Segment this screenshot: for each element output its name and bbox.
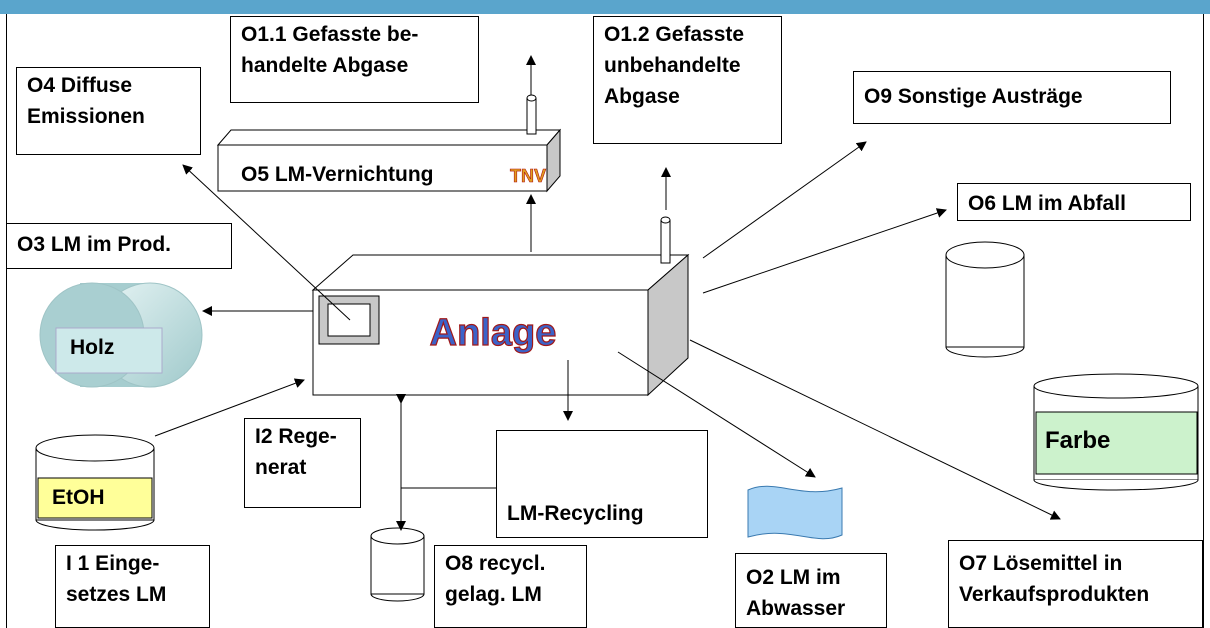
- left-frame-line: [6, 14, 7, 628]
- i2-label: I2 Rege- nerat: [244, 418, 361, 508]
- o1-1-label: O1.1 Gefasste be- handelte Abgase: [230, 16, 479, 103]
- arrow-to-o2: [617, 351, 816, 478]
- o7-label: O7 Lösemittel in Verkaufsprodukten: [948, 540, 1203, 628]
- farbe-barrel: [1033, 373, 1199, 491]
- o6-label: O6 LM im Abfall: [957, 183, 1191, 221]
- o5-label: O5 LM-Vernichtung: [241, 163, 434, 186]
- o9-label: O9 Sonstige Austräge: [853, 71, 1171, 124]
- holz-label-box: [55, 327, 163, 374]
- storage-cylinder: [370, 527, 425, 602]
- anlage-chimney: [660, 216, 671, 264]
- holz-label: Holz: [70, 336, 115, 359]
- tnv-chimney: [526, 94, 537, 135]
- tnv-box: [216, 128, 562, 193]
- top-bar: [0, 0, 1210, 14]
- anlage-window: [318, 295, 380, 345]
- o2-label: O2 LM im Abwasser: [735, 553, 887, 628]
- wastewater-wave: [747, 485, 843, 540]
- right-frame-line: [1203, 14, 1204, 628]
- waste-barrel: [945, 241, 1025, 358]
- recycling-box: LM-Recycling: [496, 430, 708, 538]
- farbe-label: Farbe: [1045, 427, 1111, 454]
- arrow-to-o7: [689, 339, 1061, 520]
- etoh-container: [35, 434, 155, 531]
- tnv-label: TNV: [510, 166, 546, 186]
- anlage-label: Anlage: [430, 312, 557, 354]
- o4-label: O4 Diffuse Emissionen: [16, 67, 201, 155]
- etoh-label: EtOH: [52, 486, 105, 509]
- o1-2-label: O1.2 Gefasste unbehandelte Abgase: [593, 16, 782, 144]
- o8-label: O8 recycl. gelag. LM: [434, 545, 587, 628]
- i1-label: I 1 Einge- setzes LM: [55, 545, 210, 628]
- anlage-box: [311, 253, 690, 397]
- arrow-to-o4: [182, 164, 351, 321]
- arrow-to-o9: [702, 141, 867, 259]
- o3-label: O3 LM im Prod.: [6, 223, 232, 269]
- arrow-from-etoh: [154, 378, 305, 437]
- arrow-to-o6: [702, 208, 947, 294]
